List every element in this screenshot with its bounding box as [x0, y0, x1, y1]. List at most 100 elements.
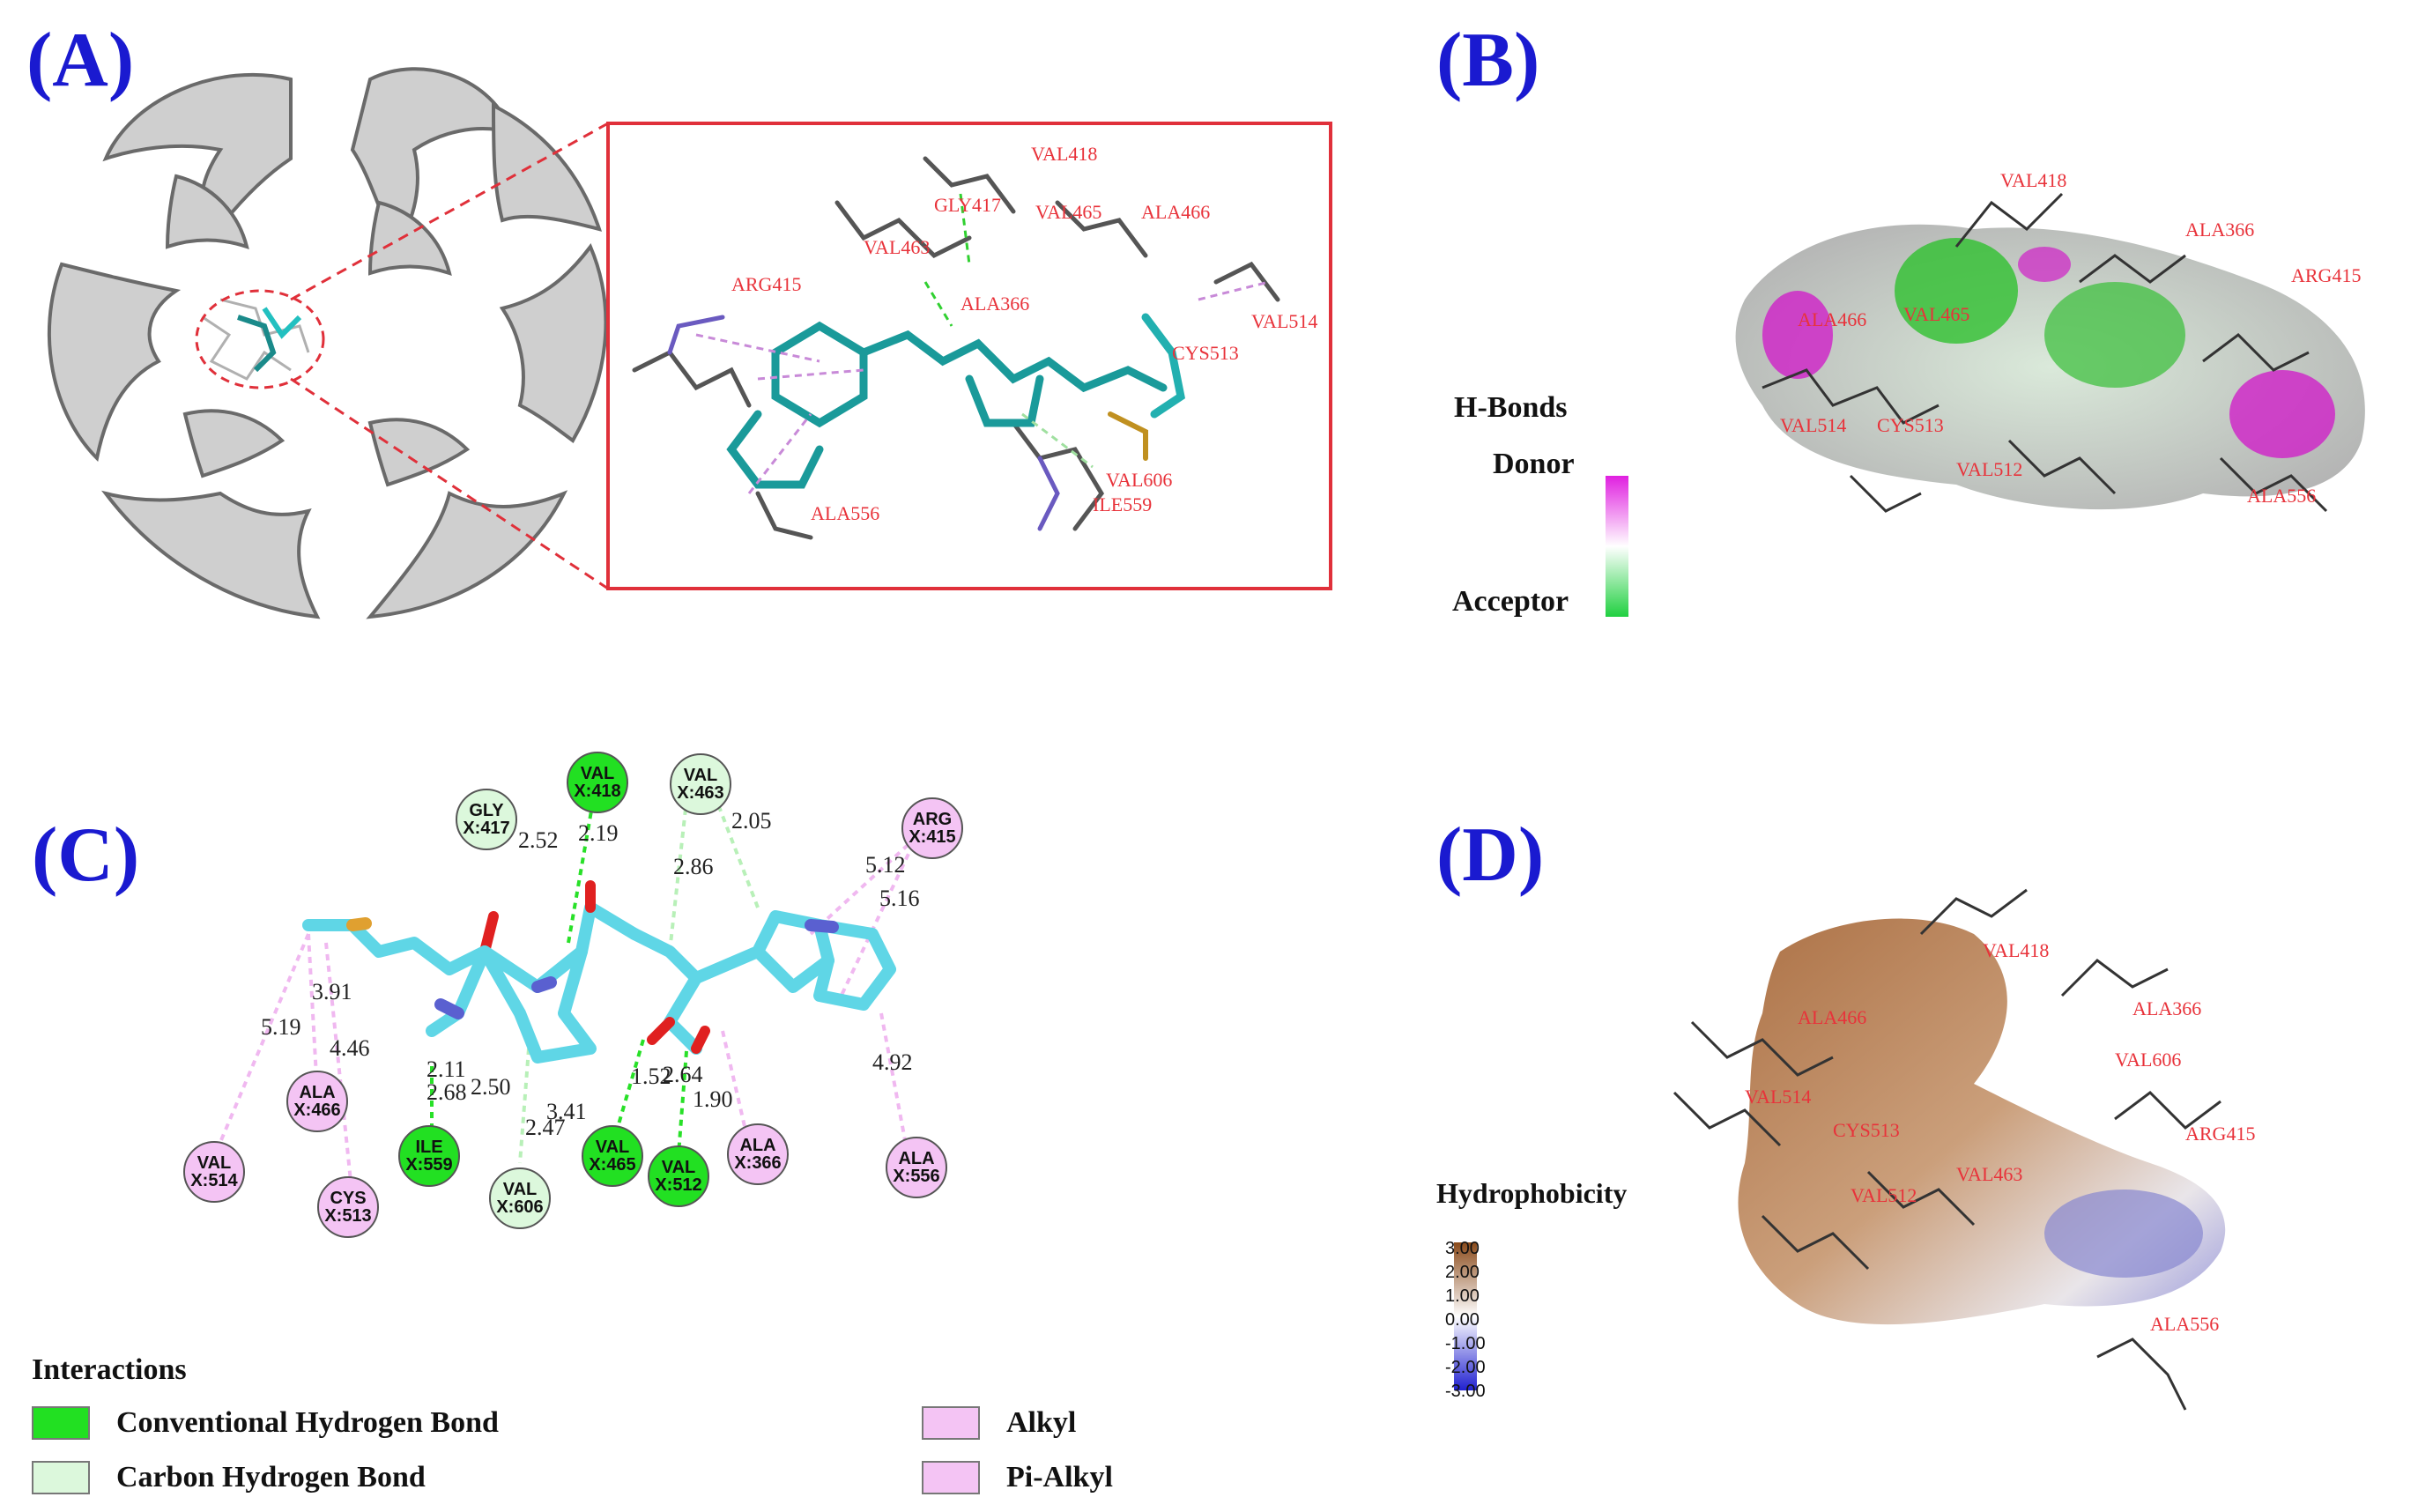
dist-2-50: 2.50 — [471, 1074, 511, 1100]
res-val514: VAL X:514 — [183, 1141, 245, 1203]
hbond-legend-title: H-Bonds — [1454, 391, 1568, 424]
b-label-val512: VAL512 — [1956, 458, 2022, 480]
panel-d-figure: VAL418 ALA466 ALA366 VAL606 VAL514 CYS51… — [1454, 888, 2255, 1411]
d-label-val512: VAL512 — [1851, 1184, 1917, 1206]
svg-text:X:512: X:512 — [655, 1175, 701, 1195]
b-label-ala556: ALA556 — [2247, 485, 2316, 507]
hbond-surface — [1735, 224, 2365, 510]
res-val418: VAL X:418 — [567, 752, 628, 813]
zoom-label-gly417: GLY417 — [934, 194, 1001, 216]
c-distance-labels: 2.52 2.19 2.05 2.86 5.12 5.16 3.91 5.19 … — [261, 808, 920, 1140]
dist-2-47: 2.47 — [525, 1115, 566, 1140]
d-label-val514: VAL514 — [1745, 1086, 1811, 1108]
protein-ribbon — [47, 67, 608, 619]
legend-alkyl: Alkyl — [922, 1406, 1076, 1440]
legend-label-pi-alkyl: Pi-Alkyl — [1006, 1461, 1113, 1493]
res-arg415: ARG X:415 — [901, 797, 963, 859]
panel-c-figure: GLY X:417 VAL X:418 VAL X:463 ARG X:415 … — [183, 752, 963, 1238]
swatch-pi-alkyl — [922, 1461, 980, 1494]
zoom-box — [606, 122, 1332, 590]
res-ala556: ALA X:556 — [886, 1137, 947, 1198]
dist-1-90: 1.90 — [693, 1086, 733, 1112]
hydrophobicity-legend-title: Hydrophobicity — [1436, 1177, 1628, 1209]
dist-5-16: 5.16 — [879, 886, 920, 911]
dist-4-46: 4.46 — [330, 1035, 370, 1061]
dist-5-19: 5.19 — [261, 1014, 301, 1040]
svg-text:X:513: X:513 — [324, 1206, 371, 1226]
svg-text:ALA: ALA — [299, 1083, 335, 1102]
panel-letter-d: (D) — [1436, 812, 1545, 898]
scale-3: 3.00 — [1445, 1239, 1480, 1258]
b-label-val465: VAL465 — [1903, 303, 1969, 325]
hydrophobicity-scale: 3.00 2.00 1.00 0.00 -1.00 -2.00 -3.00 — [1445, 1237, 1486, 1404]
res-ala466: ALA X:466 — [286, 1071, 348, 1132]
zoom-interactions — [695, 193, 1270, 494]
zoom-label-ala556: ALA556 — [811, 502, 879, 524]
svg-text:CYS: CYS — [330, 1189, 366, 1208]
svg-text:X:466: X:466 — [293, 1101, 340, 1120]
svg-text:VAL: VAL — [503, 1180, 538, 1199]
d-label-ala366: ALA366 — [2132, 997, 2201, 1019]
dist-5-12: 5.12 — [865, 852, 906, 878]
svg-text:X:463: X:463 — [677, 783, 723, 803]
svg-text:ARG: ARG — [913, 810, 952, 829]
d-label-ala556: ALA556 — [2150, 1313, 2219, 1335]
d-label-val463: VAL463 — [1956, 1163, 2022, 1185]
svg-text:X:465: X:465 — [589, 1155, 635, 1175]
res-val465: VAL X:465 — [582, 1125, 643, 1187]
svg-text:X:559: X:559 — [405, 1155, 452, 1175]
surface-sticks-d — [1673, 888, 2221, 1411]
legend-conventional-hbond: Conventional Hydrogen Bond — [32, 1406, 499, 1440]
panel-letter-c: (C) — [32, 812, 140, 898]
zoom-label-cys513: CYS513 — [1172, 342, 1239, 364]
hydrophobicity-color-bar — [1454, 1242, 1477, 1390]
zoom-label-ala466: ALA466 — [1141, 201, 1210, 223]
zoom-label-val606: VAL606 — [1106, 469, 1172, 491]
panel-b-figure: VAL418 ALA366 ARG415 ALA466 VAL465 VAL51… — [1606, 169, 2365, 617]
surface-patch-green-2 — [2044, 282, 2185, 388]
dist-3-41: 3.41 — [546, 1099, 587, 1124]
zoom-line-bottom — [290, 377, 609, 590]
zoom-label-arg415: ARG415 — [731, 273, 801, 295]
zoom-label-ile559: ILE559 — [1093, 493, 1152, 515]
scale-0: 0.00 — [1445, 1310, 1480, 1330]
hbond-color-bar — [1606, 476, 1628, 617]
dist-2-52: 2.52 — [518, 827, 559, 853]
legend-label-conventional: Conventional Hydrogen Bond — [116, 1406, 499, 1439]
surface-labels-b: VAL418 ALA366 ARG415 ALA466 VAL465 VAL51… — [1780, 169, 2361, 507]
panel-a-figure: VAL418 GLY417 VAL465 ALA466 VAL463 ARG41… — [47, 67, 1332, 619]
c-ligand — [302, 880, 896, 1064]
svg-text:VAL: VAL — [662, 1158, 696, 1177]
dist-2-05: 2.05 — [731, 808, 772, 834]
dist-2-68: 2.68 — [426, 1079, 467, 1105]
binding-site-circle — [195, 289, 325, 389]
scale-m1: -1.00 — [1445, 1334, 1486, 1353]
res-val512: VAL X:512 — [648, 1145, 709, 1207]
scale-2: 2.00 — [1445, 1263, 1480, 1282]
svg-text:VAL: VAL — [197, 1153, 232, 1173]
dist-2-64: 2.64 — [663, 1062, 703, 1087]
svg-text:VAL: VAL — [581, 764, 615, 783]
zoom-label-ala366: ALA366 — [961, 293, 1029, 315]
d-label-val418: VAL418 — [1983, 939, 2049, 961]
svg-text:X:417: X:417 — [463, 819, 509, 838]
svg-text:ALA: ALA — [739, 1136, 775, 1155]
surface-patch-green-1 — [1895, 238, 2018, 344]
b-label-ala366: ALA366 — [2185, 219, 2254, 241]
swatch-conventional — [32, 1406, 90, 1440]
scale-1: 1.00 — [1445, 1286, 1480, 1306]
surface-labels-d: VAL418 ALA466 ALA366 VAL606 VAL514 CYS51… — [1745, 939, 2255, 1335]
hbond-legend-acceptor: Acceptor — [1452, 585, 1569, 618]
zoom-label-val465: VAL465 — [1035, 201, 1101, 223]
svg-text:VAL: VAL — [684, 766, 718, 785]
panel-letter-b: (B) — [1436, 18, 1540, 103]
res-gly417: GLY X:417 — [456, 789, 517, 850]
res-cys513: CYS X:513 — [317, 1176, 379, 1238]
dist-2-86: 2.86 — [673, 854, 714, 879]
legend-label-alkyl: Alkyl — [1006, 1406, 1077, 1439]
scale-m3: -3.00 — [1445, 1382, 1486, 1401]
zoom-line-top — [290, 122, 609, 301]
dist-2-19: 2.19 — [578, 820, 619, 846]
surface-sticks-b — [1762, 192, 2328, 513]
b-label-cys513: CYS513 — [1877, 414, 1944, 436]
